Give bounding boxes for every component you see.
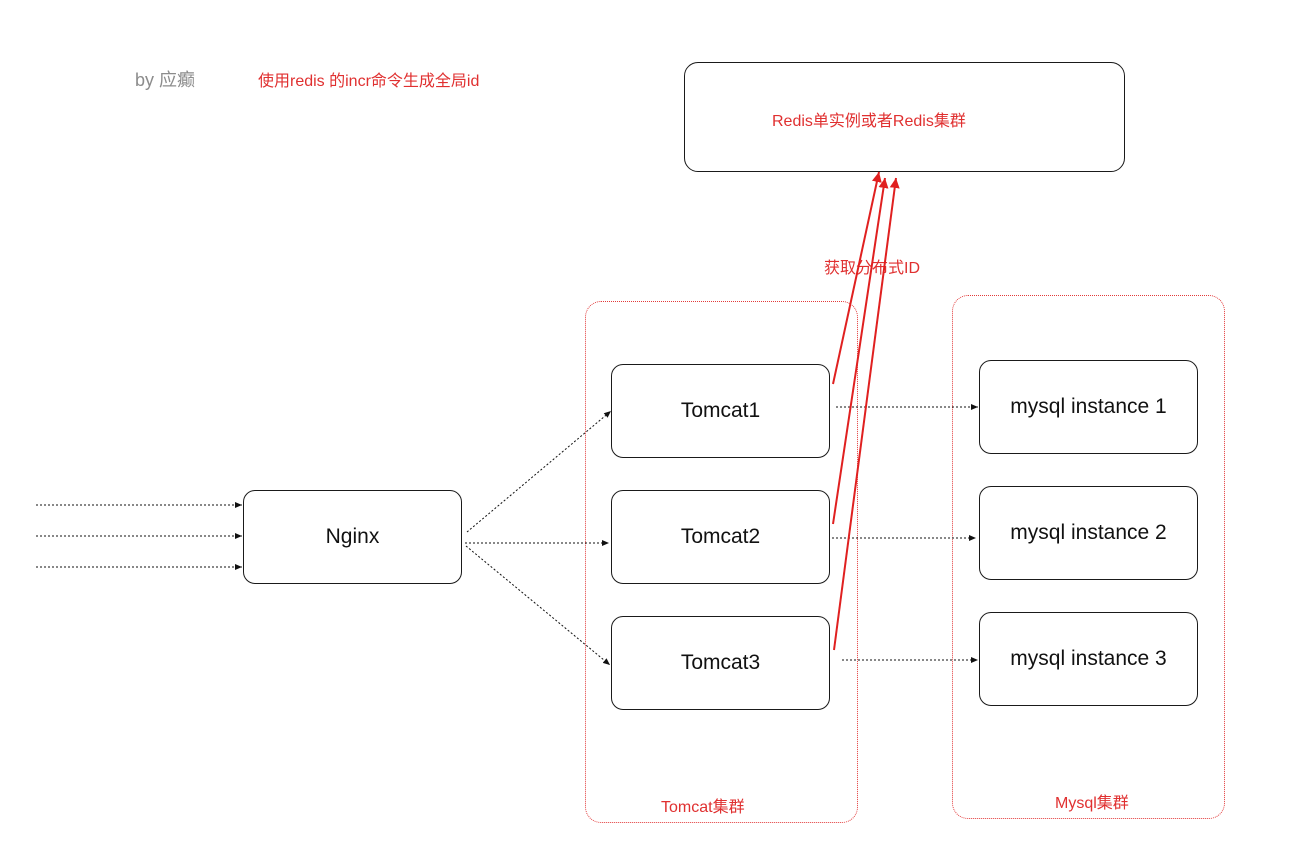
tomcat1-to-redis-arrow (832, 171, 882, 385)
mysql-node-label: mysql instance 3 (1010, 647, 1167, 670)
mysql-node-1: mysql instance 1 (979, 360, 1198, 454)
tomcat2-to-redis-arrow (832, 177, 889, 525)
tomcat-node-1: Tomcat1 (611, 364, 830, 458)
tomcat-node-3: Tomcat3 (611, 616, 830, 710)
redis-node (684, 62, 1125, 172)
mysql-cluster (952, 295, 1225, 819)
mysql-node-label: mysql instance 1 (1010, 395, 1167, 418)
nginx-node: Nginx (243, 490, 462, 584)
mysql-cluster-label: Mysql集群 (1055, 795, 1129, 812)
redis-node-label: Redis单实例或者Redis集群 (772, 113, 966, 130)
nginx-to-tomcat1-arrow (466, 410, 612, 533)
tomcat-node-label: Tomcat1 (680, 399, 761, 422)
mysql-node-label: mysql instance 2 (1010, 521, 1167, 544)
mysql-node-3: mysql instance 3 (979, 612, 1198, 706)
tomcat-cluster (585, 301, 858, 823)
author-label: by 应癫 (135, 70, 196, 90)
nginx-node-label: Nginx (325, 525, 380, 548)
nginx-to-tomcat3-arrow (465, 545, 611, 666)
tomcat3-to-redis-arrow (833, 177, 900, 651)
tomcat-node-2: Tomcat2 (611, 490, 830, 584)
tomcat-cluster-label: Tomcat集群 (661, 799, 745, 816)
mysql-node-2: mysql instance 2 (979, 486, 1198, 580)
tomcat-node-label: Tomcat2 (680, 525, 761, 548)
diagram-note: 使用redis 的incr命令生成全局id (258, 73, 480, 90)
tomcat-node-label: Tomcat3 (680, 651, 761, 674)
